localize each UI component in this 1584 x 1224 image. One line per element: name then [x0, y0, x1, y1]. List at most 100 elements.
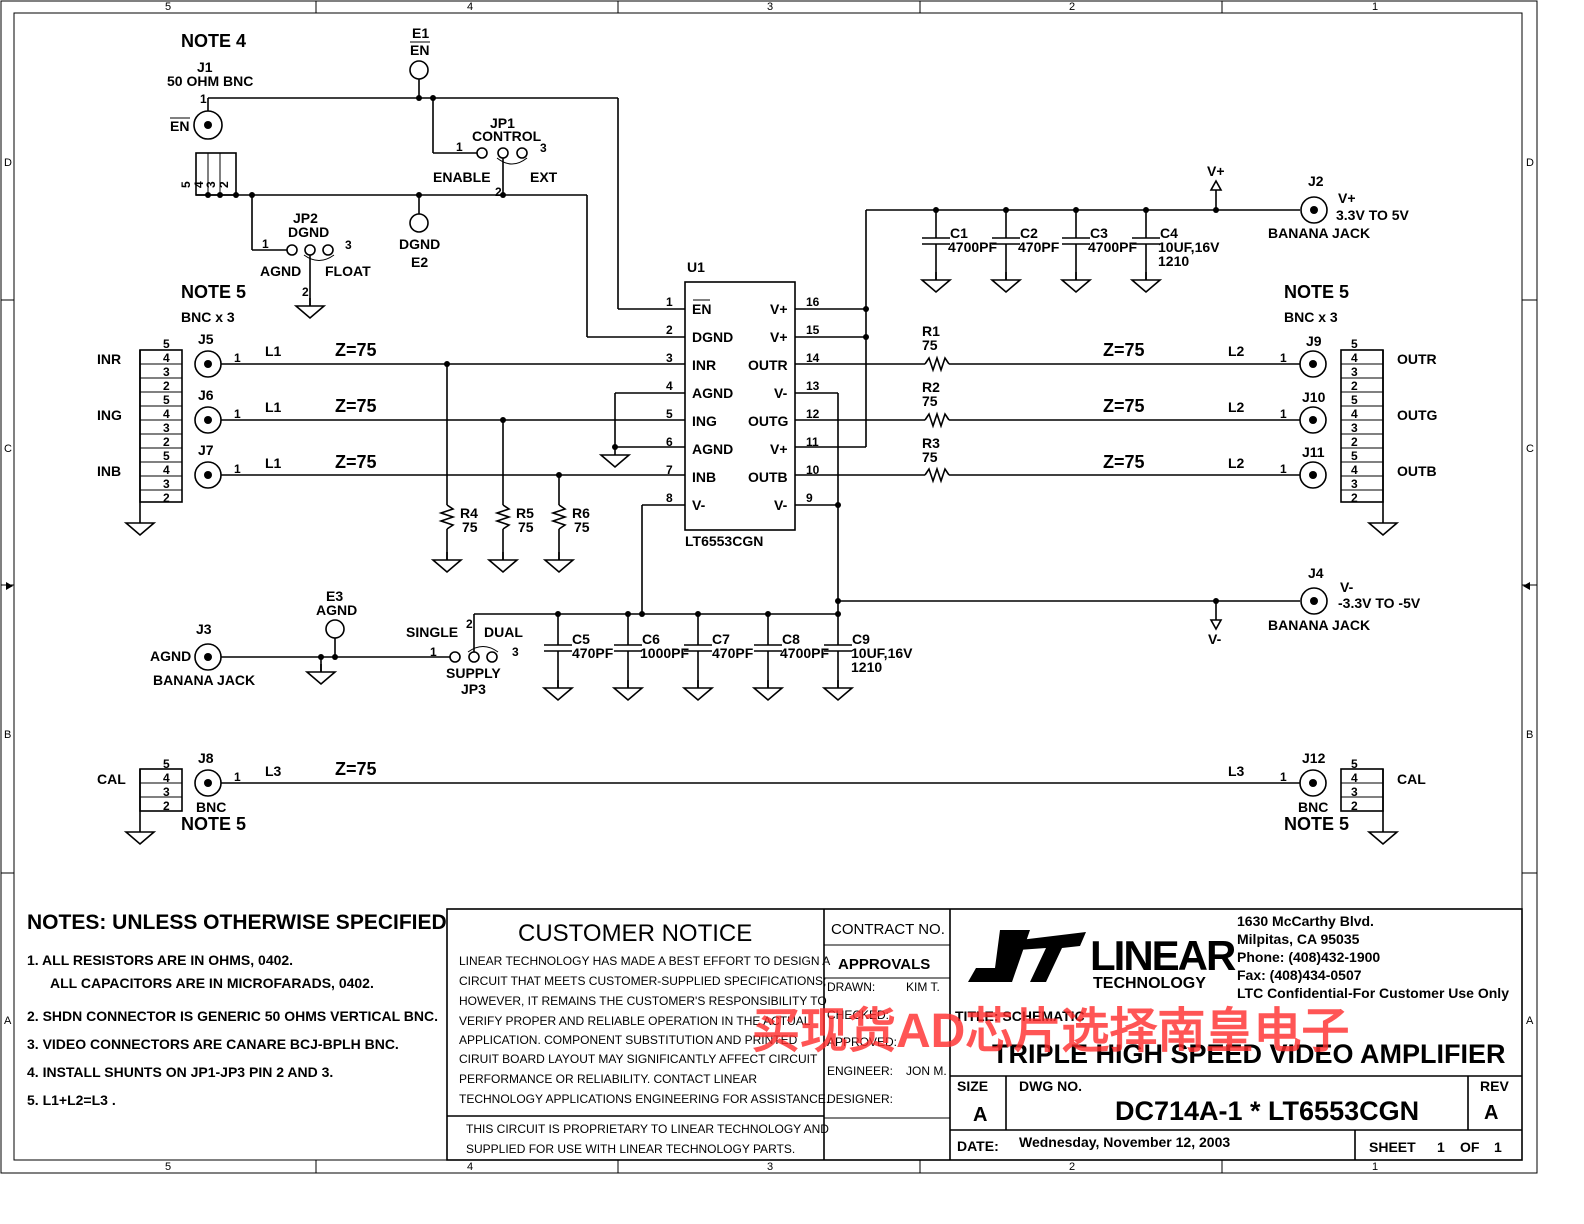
c3-capacitor	[1061, 210, 1091, 293]
outr-label: OUTR	[1397, 351, 1437, 367]
bnc-x3-inputs: BNC x 3	[181, 309, 235, 325]
jp1-label: CONTROL	[472, 128, 542, 144]
svg-text:1: 1	[1280, 351, 1287, 365]
svg-text:1: 1	[234, 462, 241, 476]
r3-ref: R3	[922, 435, 940, 451]
c9-ref: C9	[852, 631, 870, 647]
svg-text:2: 2	[163, 799, 170, 813]
jp2-pin2	[304, 244, 316, 256]
c2-ref: C2	[1020, 225, 1038, 241]
jp3-single-label: SINGLE	[406, 624, 458, 640]
jp2-label: DGND	[288, 224, 329, 240]
jp3-pin1	[449, 651, 461, 663]
address-line-2: Milpitas, CA 95035	[1237, 931, 1360, 947]
jp3-supply-label: SUPPLY	[446, 665, 501, 681]
note5-outputs: NOTE 5	[1284, 282, 1349, 302]
approved-label: APPROVED:	[827, 1035, 897, 1049]
jp2-float-label: FLOAT	[325, 263, 371, 279]
outb-label: OUTB	[1397, 463, 1437, 479]
jp3-dual-label: DUAL	[484, 624, 523, 640]
ing-label: ING	[97, 407, 122, 423]
zone-col-2-top: 2	[1069, 1, 1075, 13]
svg-text:4: 4	[163, 771, 170, 785]
logo-subtitle: TECHNOLOGY	[1093, 975, 1206, 992]
svg-text:1: 1	[234, 770, 241, 784]
svg-text:4: 4	[666, 379, 673, 393]
svg-text:ING: ING	[692, 413, 717, 429]
date-label: DATE:	[957, 1138, 999, 1154]
zone-row-b-left: B	[4, 729, 11, 741]
jp3-ref: JP3	[461, 681, 486, 697]
engineer-label: ENGINEER:	[827, 1064, 893, 1078]
svg-text:1: 1	[666, 295, 673, 309]
j2-banana-jack	[1300, 196, 1328, 224]
company-block: LINEAR TECHNOLOGY 1630 McCarthy Blvd. Mi…	[968, 913, 1509, 1001]
c1-capacitor	[921, 210, 951, 293]
rev-label: REV	[1480, 1078, 1509, 1094]
j8-ref: J8	[198, 750, 214, 766]
note4-label: NOTE 4	[181, 31, 246, 51]
jp1-pin3	[516, 147, 528, 159]
inb-label: INB	[97, 463, 121, 479]
size-value: A	[973, 1104, 987, 1126]
j10-bnc	[1299, 406, 1327, 434]
j3-net: AGND	[150, 648, 191, 664]
svg-text:3: 3	[163, 477, 170, 491]
l1-inr: L1	[265, 343, 282, 359]
svg-text:5: 5	[1351, 337, 1358, 351]
address-line-3: Phone: (408)432-1900	[1237, 949, 1380, 965]
approvals-title: APPROVALS	[838, 956, 930, 973]
zone-row-a-right: A	[1526, 1015, 1534, 1027]
dwg-value: DC714A-1 * LT6553CGN	[1115, 1096, 1419, 1126]
svg-text:2: 2	[666, 323, 673, 337]
j5-ref: J5	[198, 331, 214, 347]
bnc-x3-outputs: BNC x 3	[1284, 309, 1338, 325]
c9-capacitor	[823, 614, 853, 701]
drawn-label: DRAWN:	[827, 980, 875, 994]
r5-resistor	[488, 420, 518, 573]
c1-ref: C1	[950, 225, 968, 241]
z75-ing: Z=75	[335, 396, 377, 416]
svg-text:EN: EN	[692, 301, 711, 317]
engineer-value: JON M.	[906, 1064, 947, 1078]
svg-text:4: 4	[163, 407, 170, 421]
svg-text:10: 10	[806, 463, 820, 477]
sheet-value: 1	[1437, 1139, 1445, 1155]
jp1-pin1	[476, 147, 488, 159]
svg-text:4: 4	[1351, 407, 1358, 421]
svg-text:3: 3	[163, 785, 170, 799]
j4-banana-jack	[1300, 587, 1328, 615]
svg-text:AGND: AGND	[692, 385, 733, 401]
svg-text:SUPPLIED FOR USE WITH LINEAR T: SUPPLIED FOR USE WITH LINEAR TECHNOLOGY …	[466, 1142, 795, 1156]
svg-text:V-: V-	[692, 497, 706, 513]
svg-text:1: 1	[456, 140, 463, 154]
svg-text:V+: V+	[770, 301, 788, 317]
j4-desc: BANANA JACK	[1268, 617, 1370, 633]
l2-outb: L2	[1228, 455, 1245, 471]
vminus-net-label: V-	[1208, 631, 1222, 647]
z75-inb: Z=75	[335, 452, 377, 472]
title-label: TITLE: SCHEMATIC	[955, 1008, 1085, 1024]
svg-text:5: 5	[179, 181, 193, 188]
svg-text:V+: V+	[770, 441, 788, 457]
j3-ref: J3	[196, 621, 212, 637]
c8-val: 4700PF	[780, 645, 829, 661]
svg-text:APPLICATION. COMPONENT SUBSTI: APPLICATION. COMPONENT SUBSTITUTION AND …	[459, 1033, 798, 1047]
svg-text:CIRUIT BOARD LAYOUT MAY SIGNIF: CIRUIT BOARD LAYOUT MAY SIGNIFICANTLY AF…	[459, 1052, 818, 1066]
svg-text:2: 2	[1351, 435, 1358, 449]
j1-ref: J1	[197, 59, 213, 75]
e1-test-point	[409, 60, 429, 80]
z75-outr: Z=75	[1103, 340, 1145, 360]
zone-col-3-bottom: 3	[767, 1161, 773, 1173]
jp3-pin2	[468, 651, 480, 663]
j12-bnc	[1299, 769, 1327, 797]
svg-text:1: 1	[1280, 407, 1287, 421]
zone-col-5-top: 5	[165, 1, 171, 13]
svg-text:2: 2	[163, 491, 170, 505]
svg-text:4: 4	[1351, 771, 1358, 785]
e2-ref: E2	[411, 254, 428, 270]
